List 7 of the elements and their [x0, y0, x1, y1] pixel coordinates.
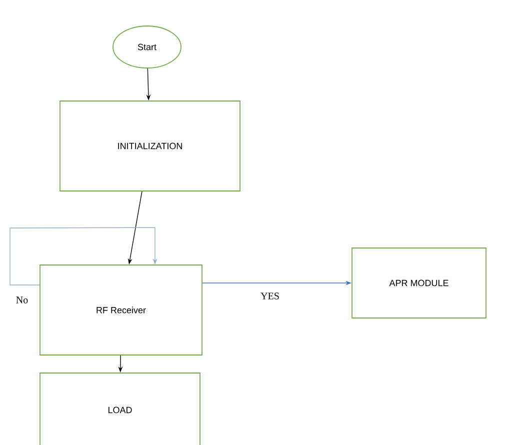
arrow: [10, 227, 158, 286]
process-box: APR MODULE: [352, 248, 486, 318]
edge-label: No: [14, 296, 30, 304]
process-box: LOAD: [40, 372, 200, 445]
process-box: RF Receiver: [40, 264, 202, 356]
process-box: INITIALIZATION: [60, 100, 240, 192]
edge-label: YES: [260, 292, 280, 300]
